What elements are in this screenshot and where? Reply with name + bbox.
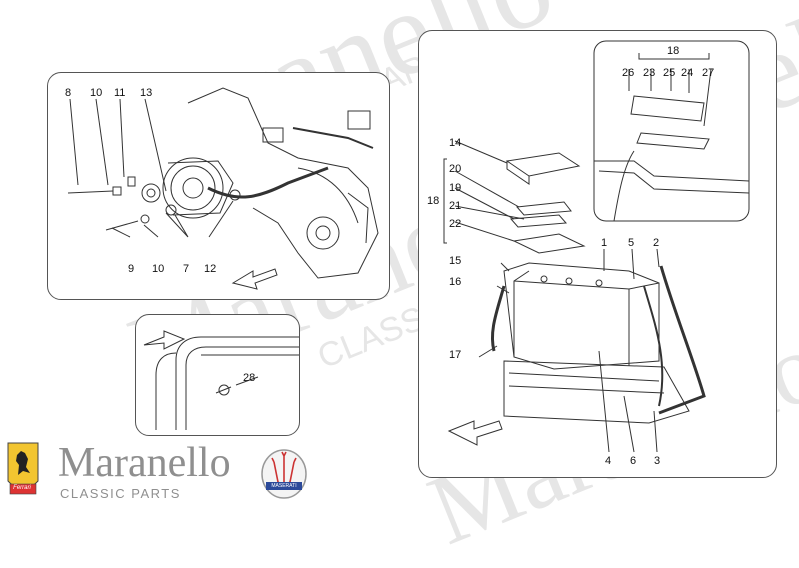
callout-label: 10 xyxy=(152,263,165,275)
callout-label: 18 xyxy=(427,195,440,207)
sensor-detail-drawing xyxy=(143,330,299,430)
callout-label: 12 xyxy=(204,263,217,275)
callout-label: 17 xyxy=(449,349,462,361)
callout-label: 21 xyxy=(449,200,462,212)
callout-label: 16 xyxy=(449,276,462,288)
callout-label: 24 xyxy=(681,67,694,79)
brand-tagline: CLASSIC PARTS xyxy=(60,486,181,501)
callout-label: 11 xyxy=(114,87,126,99)
callout-label: 19 xyxy=(449,182,462,194)
callout-label: 1 xyxy=(601,237,608,249)
alternator-drawing xyxy=(67,87,379,290)
ferrari-badge-text: Ferrari xyxy=(13,485,31,491)
maserati-emblem-text: MASERATI xyxy=(271,483,297,489)
callout-label: 5 xyxy=(628,237,635,249)
callout-label: 7 xyxy=(183,263,190,275)
callout-label: 8 xyxy=(65,87,72,99)
callout-label: 2 xyxy=(653,237,660,249)
callout-label: 22 xyxy=(449,218,462,230)
callout-label: 15 xyxy=(449,255,462,267)
callout-label: 4 xyxy=(605,455,612,467)
brand-name: Maranello xyxy=(58,440,231,486)
maserati-emblem xyxy=(261,449,307,499)
callout-label: 23 xyxy=(643,67,656,79)
alternator-panel: 8 10 11 13 9 10 7 12 xyxy=(47,72,390,300)
callout-label: 18 xyxy=(667,45,680,57)
callout-label: 28 xyxy=(243,372,256,384)
callout-label: 6 xyxy=(630,455,637,467)
callout-label: 20 xyxy=(449,163,462,175)
callout-label: 26 xyxy=(622,67,635,79)
battery-panel: 18 26 23 25 24 27 14 20 19 21 22 18 1 5 … xyxy=(418,30,777,478)
callout-label: 10 xyxy=(90,87,103,99)
callout-label: 9 xyxy=(128,263,135,275)
ferrari-badge xyxy=(7,442,39,495)
callout-label: 25 xyxy=(663,67,676,79)
callout-label: 13 xyxy=(140,87,153,99)
callout-label: 14 xyxy=(449,137,462,149)
callout-label: 27 xyxy=(702,67,715,79)
battery-drawing xyxy=(443,40,750,453)
callout-label: 3 xyxy=(654,455,661,467)
detail-panel: 28 xyxy=(135,314,300,436)
